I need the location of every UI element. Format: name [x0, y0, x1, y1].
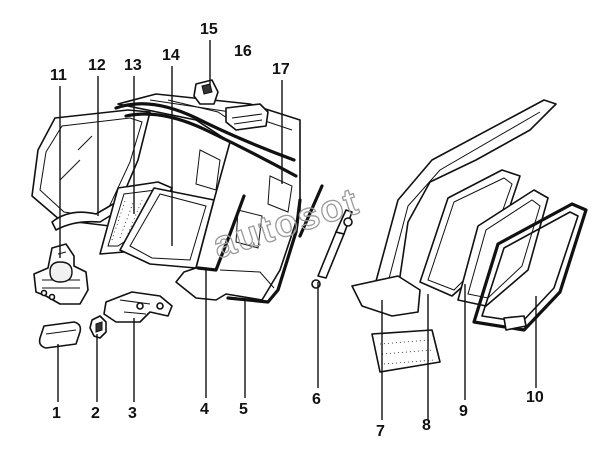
- interior-lamp: [38, 321, 82, 349]
- callout-14: 14: [162, 47, 180, 64]
- callout-15: 15: [200, 21, 218, 38]
- seal-strip-upper: [114, 102, 296, 162]
- callout-5: 5: [239, 401, 248, 418]
- side-glass-8: [419, 169, 521, 297]
- seal-strip-middle: [124, 112, 298, 178]
- callout-16: 16: [234, 43, 252, 60]
- callout-3: 3: [128, 405, 137, 422]
- gas-strut: [298, 184, 353, 289]
- door-frame: [351, 99, 557, 373]
- callout-6: 6: [312, 391, 321, 408]
- wiper-motor: [33, 243, 89, 305]
- leader-lines: [57, 40, 537, 420]
- callout-8: 8: [422, 417, 431, 434]
- window-seal-5: [226, 198, 302, 304]
- window-seal-frame: [472, 202, 588, 332]
- callout-11: 11: [50, 67, 67, 84]
- callout-10: 10: [526, 389, 544, 406]
- callout-labels: 1 2 3 4 5 6 7 8 9 10 11 12 13 14 15 16 1…: [50, 21, 544, 440]
- callout-7: 7: [376, 423, 385, 440]
- callout-1: 1: [52, 405, 61, 422]
- callout-9: 9: [459, 403, 468, 420]
- window-seal-4: [196, 194, 246, 272]
- callout-2: 2: [91, 405, 100, 422]
- high-mount-lamp: [225, 103, 269, 131]
- callout-13: 13: [124, 57, 142, 74]
- retaining-clip: [89, 315, 107, 339]
- callout-17: 17: [272, 61, 290, 78]
- callout-12: 12: [88, 57, 106, 74]
- latch-bracket: [193, 79, 219, 105]
- hinge-bracket: [103, 291, 173, 323]
- callout-4: 4: [200, 401, 209, 418]
